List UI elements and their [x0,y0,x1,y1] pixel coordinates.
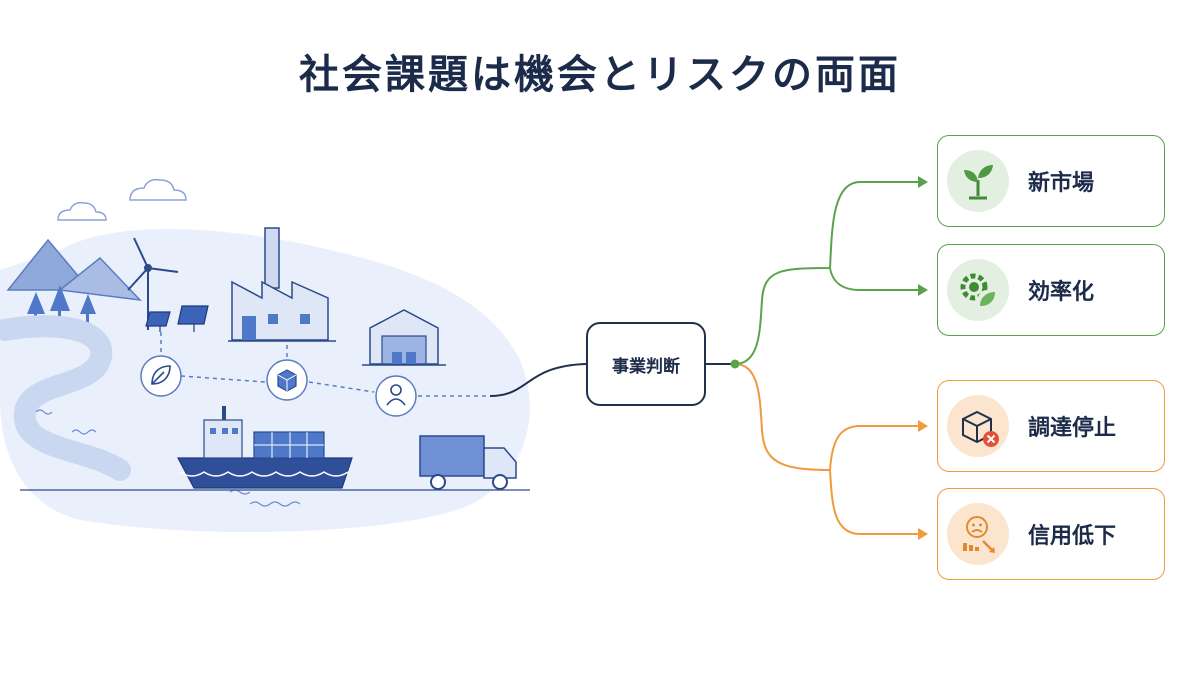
outcome-card-efficiency: 効率化 [937,244,1165,336]
flow-line-to-decision [489,363,587,397]
river-icon [0,315,131,481]
opportunity-arrowheads [918,176,928,296]
wind-turbine-icon [127,237,179,330]
page-title: 社会課題は機会とリスクの両面 [299,52,901,98]
branch-dot [730,359,740,369]
gear-leaf-icon [947,259,1009,321]
mountains-icon [6,238,142,302]
box-node-icon [266,359,308,401]
background-blob [0,229,530,532]
outcome-label: 調達停止 [1028,416,1117,441]
decision-label: 事業判断 [612,356,680,377]
risk-arrowheads [918,420,928,540]
cloud-icon [57,178,187,221]
outcome-card-trust-decline: 信用低下 [937,488,1165,580]
outcome-label: 新市場 [1028,171,1095,196]
water-waves [35,409,301,507]
box-cross-icon [947,395,1009,457]
truck-icon [419,435,517,490]
sprout-icon [947,150,1009,212]
outcome-label: 信用低下 [1028,524,1117,549]
opportunity-branches [734,181,922,365]
decision-box: 事業判断 [586,322,706,406]
cargo-ship-icon [177,406,353,489]
outcome-card-procurement-stop: 調達停止 [937,380,1165,472]
solar-panel-icon [145,305,209,332]
person-node-icon [375,375,417,417]
warehouse-icon [362,309,446,366]
factory-icon [228,227,336,342]
risk-branches [734,363,922,535]
outcome-label: 効率化 [1028,280,1095,305]
outcome-card-new-market: 新市場 [937,135,1165,227]
sad-chart-down-icon [947,503,1009,565]
leaf-node-icon [140,355,182,397]
node-connectors [160,332,490,397]
